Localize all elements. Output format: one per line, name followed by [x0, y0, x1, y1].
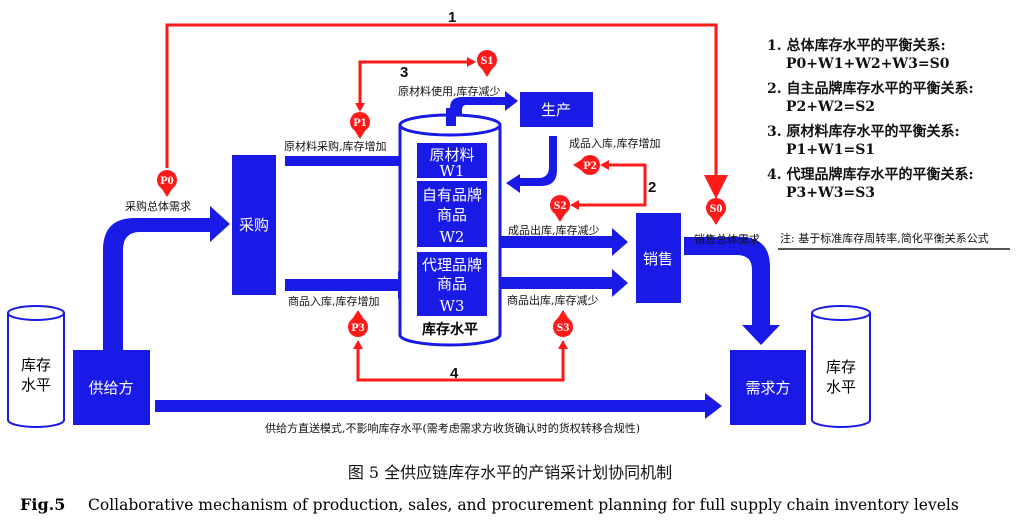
direct-mode-label: 供给方直送模式,不影响库存水平(需考虑需求方收货确认时的货权转移合规性) — [265, 421, 640, 435]
right-stock-label: 库存 — [826, 358, 856, 376]
caption-en: Collaborative mechanism of production, s… — [88, 496, 959, 514]
goods-out-label: 商品出库,库存减少 — [507, 293, 599, 307]
caption-en-label: Fig.5 — [20, 495, 65, 514]
loop-2: 2 — [570, 160, 656, 210]
sales-label: 销售 — [643, 250, 673, 268]
marker-p1: P1 — [350, 112, 370, 139]
rule-formula: P0+W1+W2+W3=S0 — [786, 56, 950, 72]
finished-in-label: 成品入库,库存增加 — [569, 136, 661, 150]
rule-title: 3. 原材料库存水平的平衡关系: — [767, 123, 960, 140]
production-label: 生产 — [541, 101, 571, 119]
w2-code: W2 — [440, 228, 465, 246]
raw-use-arrow — [450, 91, 518, 123]
marker-p3: P3 — [348, 310, 368, 337]
marker-label: S2 — [554, 198, 567, 212]
left-stock-label: 库存 — [21, 356, 51, 374]
raw-purchase-arrow — [285, 150, 416, 172]
loop-2-label: 2 — [648, 179, 656, 196]
sales-to-demander-arrow — [684, 237, 780, 345]
w2-box[interactable]: 自有品牌 商品 W2 — [417, 181, 487, 247]
balance-rules: 1. 总体库存水平的平衡关系: P0+W1+W2+W3=S0 2. 自主品牌库存… — [767, 37, 1010, 250]
marker-label: S3 — [557, 320, 570, 334]
w2-label: 商品 — [437, 206, 467, 224]
loop-1-label: 1 — [448, 9, 456, 26]
raw-purchase-label: 原材料采购,库存增加 — [284, 139, 387, 153]
finished-in-arrow — [506, 136, 557, 193]
rule-formula: P1+W1=S1 — [786, 142, 875, 158]
rule-formula: P2+W2=S2 — [786, 99, 875, 115]
purchase-demand-label: 采购总体需求 — [125, 199, 191, 213]
marker-p0: P0 — [157, 170, 177, 197]
w1-box[interactable]: 原材料 W1 — [417, 143, 487, 180]
demander-label: 需求方 — [745, 379, 790, 397]
caption-cn: 图 5 全供应链库存水平的产销采计划协同机制 — [348, 463, 672, 482]
rule-title: 4. 代理品牌库存水平的平衡关系: — [767, 166, 974, 183]
marker-s1: S1 — [477, 50, 497, 77]
marker-label: P0 — [160, 173, 173, 187]
rule-title: 2. 自主品牌库存水平的平衡关系: — [767, 80, 974, 97]
w1-code: W1 — [440, 162, 465, 180]
marker-label: S1 — [481, 53, 494, 67]
note: 注: 基于标准库存周转率,简化平衡关系公式 — [780, 231, 989, 245]
loop-4: 4 — [353, 340, 568, 382]
w3-box[interactable]: 代理品牌 商品 W3 — [417, 252, 487, 316]
marker-s3: S3 — [553, 310, 573, 337]
right-stock-label: 水平 — [826, 378, 856, 396]
finished-out-arrow — [496, 228, 628, 256]
w3-code: W3 — [440, 297, 465, 315]
loop-1: 1 — [165, 9, 728, 199]
rule-formula: P3+W3=S3 — [786, 185, 875, 201]
finished-out-label: 成品出库,库存减少 — [508, 223, 600, 237]
sales-demand-label: 销售总体需求 — [694, 232, 760, 246]
marker-s0: S0 — [706, 198, 726, 225]
loop-4-label: 4 — [450, 365, 459, 382]
w2-label: 自有品牌 — [422, 186, 482, 204]
right-stock-cylinder: 库存 水平 — [811, 305, 871, 428]
raw-use-label: 原材料使用,库存减少 — [398, 84, 501, 98]
goods-in-label: 商品入库,库存增加 — [288, 294, 380, 308]
production-box[interactable]: 生产 — [520, 92, 593, 127]
direct-arrow — [155, 393, 722, 419]
marker-s2: S2 — [550, 195, 570, 222]
supplier-label: 供给方 — [88, 379, 133, 397]
loop-3: 3 — [355, 57, 476, 112]
rule-title: 1. 总体库存水平的平衡关系: — [767, 37, 946, 54]
marker-p2: P2 — [573, 155, 600, 175]
w1-label: 原材料 — [429, 146, 474, 164]
left-stock-label: 水平 — [21, 376, 51, 394]
left-stock-cylinder: 库存 水平 — [7, 305, 65, 428]
marker-label: P3 — [351, 320, 364, 334]
marker-label: P1 — [353, 115, 366, 129]
loop-3-label: 3 — [400, 64, 408, 81]
flow-arrows — [103, 91, 780, 419]
w3-label: 商品 — [437, 275, 467, 293]
marker-label: P2 — [583, 158, 596, 172]
supplier-box[interactable]: 供给方 — [73, 350, 150, 425]
marker-label: S0 — [710, 201, 723, 215]
supplier-to-purchase-arrow — [103, 206, 230, 350]
w3-label: 代理品牌 — [422, 256, 482, 274]
inventory-level-label: 库存水平 — [422, 321, 478, 338]
sales-box[interactable]: 销售 — [636, 213, 681, 303]
demander-box[interactable]: 需求方 — [730, 350, 806, 425]
goods-in-arrow — [285, 271, 413, 299]
goods-out-arrow — [496, 269, 628, 297]
purchase-label: 采购 — [239, 216, 269, 234]
purchase-box[interactable]: 采购 — [232, 155, 276, 295]
